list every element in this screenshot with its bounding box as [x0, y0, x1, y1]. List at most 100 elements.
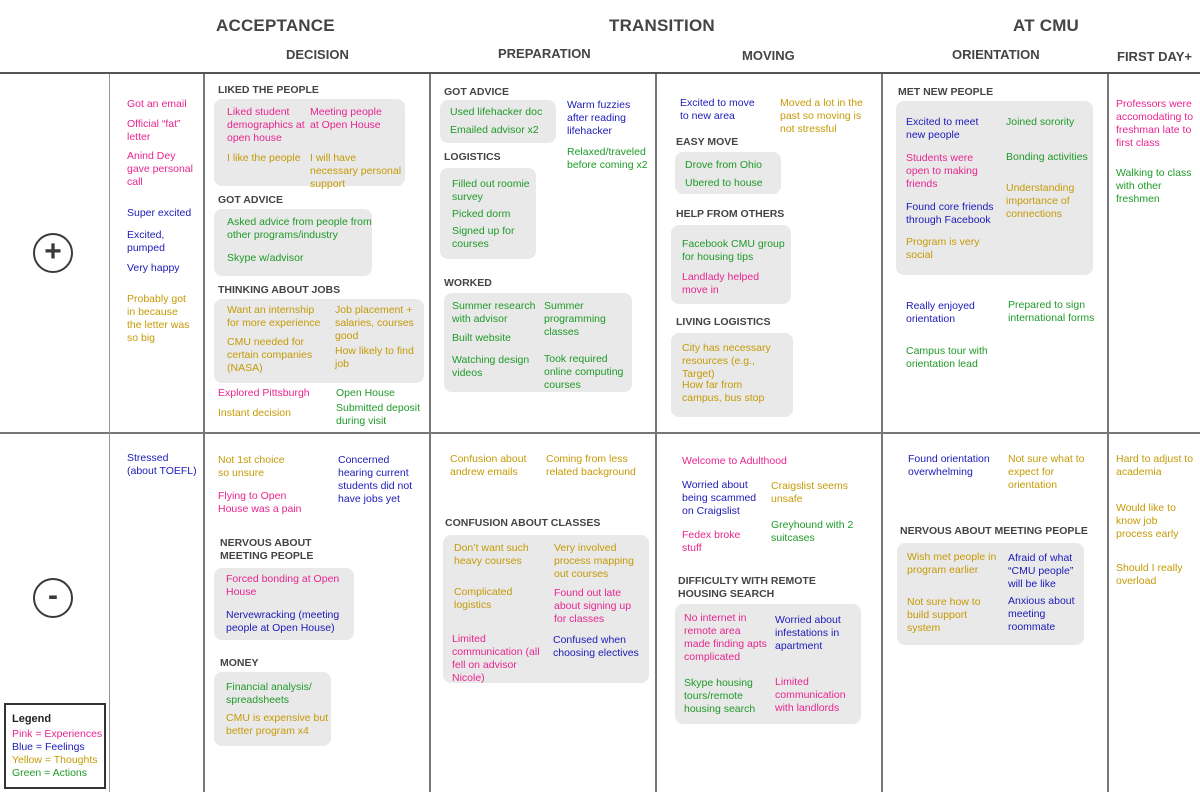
note: No internet in remote area made finding … — [684, 612, 767, 663]
group-heading: HELP FROM OTHERS — [676, 208, 785, 220]
note: City has necessary resources (e.g., Targ… — [682, 342, 771, 380]
note: Asked advice from people from other prog… — [227, 216, 372, 241]
phase-transition: TRANSITION — [609, 16, 715, 35]
note: Not sure what to expect for orientation — [1008, 453, 1085, 491]
note: CMU is expensive but better program x4 — [226, 712, 329, 737]
group-heading: CONFUSION ABOUT CLASSES — [445, 517, 601, 529]
note: Worried about infestations in apartment — [775, 614, 841, 652]
note-group — [671, 225, 791, 304]
note: Warm fuzzies after reading lifehacker — [567, 99, 631, 137]
note: How far from campus, bus stop — [682, 379, 765, 404]
legend: Legend Pink = Experiences Blue = Feeling… — [4, 703, 106, 789]
note: Excited to move to new area — [680, 97, 755, 122]
note: Complicated logistics — [454, 586, 513, 611]
note-group — [214, 209, 372, 276]
note: Concerned hearing current students did n… — [338, 454, 413, 505]
note: Excited, pumped — [127, 229, 165, 254]
stage-orientation: ORIENTATION — [952, 47, 1040, 62]
note: Official “fat” letter — [127, 118, 181, 143]
header-divider — [0, 72, 1200, 74]
note-group — [671, 333, 793, 417]
note: Signed up for courses — [452, 225, 515, 250]
note: Worried about being scammed on Craigslis… — [682, 479, 757, 517]
note: Limited communication (all fell on advis… — [452, 633, 540, 684]
note: Nervewracking (meeting people at Open Ho… — [226, 609, 340, 634]
note: Built website — [452, 332, 511, 344]
note: Found out late about signing up for clas… — [554, 587, 632, 625]
note: Understanding importance of connections — [1006, 182, 1075, 220]
column-divider — [1107, 74, 1109, 792]
note: Liked student demographics at open house — [227, 106, 305, 144]
group-heading: THINKING ABOUT JOBS — [218, 284, 341, 296]
stage-first-day: FIRST DAY+ — [1117, 49, 1193, 64]
positive-row-icon: + — [33, 233, 73, 273]
note: Wish met people in program earlier — [907, 551, 997, 576]
note: Stressed (about TOEFL) — [127, 452, 197, 477]
note: Really enjoyed orientation — [906, 300, 975, 325]
note: Prepared to sign international forms — [1008, 299, 1095, 324]
note: Excited to meet new people — [906, 116, 979, 141]
note: Program is very social — [906, 236, 980, 261]
note: Moved a lot in the past so moving is not… — [780, 97, 863, 135]
note: How likely to find job — [335, 345, 414, 370]
stage-decision: DECISION — [286, 47, 349, 62]
group-heading: EASY MOVE — [676, 136, 739, 148]
row-divider — [0, 432, 1200, 434]
column-divider — [655, 74, 657, 792]
note-group — [896, 101, 1093, 275]
column-divider — [429, 74, 431, 792]
stage-moving: MOVING — [742, 48, 795, 63]
note: Coming from less related background — [546, 453, 636, 478]
note-group — [444, 293, 632, 392]
note: Don’t want such heavy courses — [454, 542, 529, 567]
phase-at-cmu: AT CMU — [1013, 16, 1080, 35]
legend-item: Blue = Feelings — [12, 741, 85, 753]
note: Skype housing tours/remote housing searc… — [684, 677, 756, 715]
note: Found core friends through Facebook — [906, 201, 994, 226]
note: Afraid of what “CMU people” will be like — [1008, 552, 1074, 590]
note: Should I really overload — [1116, 562, 1183, 587]
note-group — [214, 672, 331, 746]
note: Used lifehacker doc — [450, 106, 543, 118]
note: Summer research with advisor — [452, 300, 536, 325]
note: Would like to know job process early — [1116, 502, 1179, 540]
group-heading: MET NEW PEOPLE — [898, 86, 994, 98]
note: Got an email — [127, 98, 187, 110]
phase-acceptance: ACCEPTANCE — [216, 16, 335, 35]
note: Facebook CMU group for housing tips — [682, 238, 785, 263]
note: Fedex broke stuff — [682, 529, 741, 554]
group-heading: LIVING LOGISTICS — [676, 316, 771, 328]
group-heading: WORKED — [444, 277, 492, 289]
legend-item: Yellow = Thoughts — [12, 754, 98, 766]
note: Skype w/advisor — [227, 252, 304, 264]
note: Walking to class with other freshmen — [1116, 167, 1192, 205]
note: I like the people — [227, 152, 301, 164]
group-heading: DIFFICULTY WITH REMOTE HOUSING SEARCH — [678, 575, 816, 600]
note-group — [440, 168, 536, 259]
note: Took required online computing courses — [544, 353, 624, 391]
note: Professors were accomodating to freshman… — [1116, 98, 1194, 149]
note: CMU needed for certain companies (NASA) — [227, 336, 313, 374]
note-group — [675, 604, 861, 724]
note: Financial analysis/ spreadsheets — [226, 681, 312, 706]
note: Drove from Ohio — [685, 159, 763, 171]
note-group — [214, 299, 424, 383]
negative-row-icon: - — [33, 578, 73, 618]
note: Want an internship for more experience — [227, 304, 321, 329]
note: Relaxed/traveled before coming x2 — [567, 146, 648, 171]
group-heading: GOT ADVICE — [444, 86, 509, 98]
group-heading: GOT ADVICE — [218, 194, 283, 206]
note: Hard to adjust to academia — [1116, 453, 1194, 478]
legend-item: Green = Actions — [12, 767, 88, 779]
note: Picked dorm — [452, 208, 511, 220]
note: Flying to Open House was a pain — [218, 490, 302, 515]
legend-item: Pink = Experiences — [12, 728, 103, 740]
group-heading: NERVOUS ABOUT MEETING PEOPLE — [900, 525, 1088, 537]
note-group — [897, 543, 1084, 645]
note: Bonding activities — [1006, 151, 1088, 163]
note: Confused when choosing electives — [553, 634, 639, 659]
note: Joined sorority — [1006, 116, 1075, 128]
note: Greyhound with 2 suitcases — [771, 519, 854, 544]
note: Anind Dey gave personal call — [127, 150, 193, 188]
note: Craigslist seems unsafe — [771, 480, 849, 505]
